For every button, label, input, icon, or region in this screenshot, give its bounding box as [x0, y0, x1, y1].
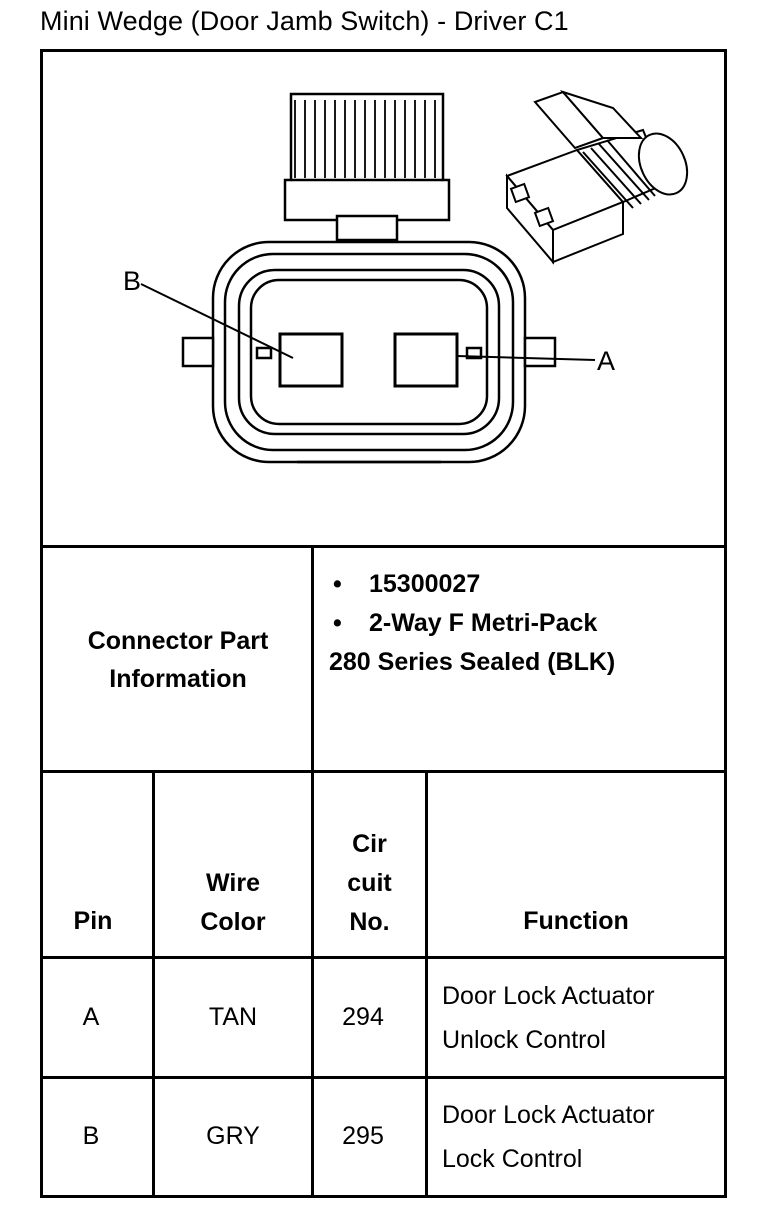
col-divider-wire	[311, 770, 314, 1198]
row-a-wire-color: TAN	[208, 1003, 258, 1031]
pin-label-a: A	[596, 346, 615, 376]
row-a-function: Door Lock Actuator Unlock Control	[442, 982, 655, 1054]
connector-part-label-line2: Information	[109, 665, 247, 693]
part-description-line1: 2-Way F Metri-Pack	[369, 609, 598, 637]
row-b-pin: B	[82, 1122, 100, 1150]
header-circuit-no: Cir cuit No.	[347, 830, 392, 936]
latch-outline	[283, 92, 451, 222]
connector-part-label-line1: Connector Part	[87, 627, 269, 655]
connector-part-details: • 15300027 • 2-Way F Metri-Pack 280 Seri…	[329, 565, 615, 682]
divider-row-a	[43, 1076, 724, 1079]
col-divider-pin	[152, 770, 155, 1198]
divider-header	[43, 956, 724, 959]
row-a-circuit: 294	[342, 1003, 384, 1031]
connector-face-diagram	[140, 89, 689, 464]
row-b-circuit: 295	[342, 1122, 384, 1150]
part-description-line2: 280 Series Sealed (BLK)	[329, 648, 616, 676]
divider-diagram	[43, 545, 724, 548]
divider-info-vertical	[311, 545, 314, 773]
pin-label-b: B	[122, 266, 141, 296]
bullet-icon: •	[333, 570, 342, 598]
bullet-icon: •	[333, 609, 342, 637]
cavity-a	[393, 332, 459, 388]
row-a-pin: A	[82, 1003, 100, 1031]
header-pin: Pin	[73, 907, 113, 935]
header-wire-color: Wire Color	[200, 869, 266, 936]
cavity-b	[278, 332, 344, 388]
page-title: Mini Wedge (Door Jamb Switch) - Driver C…	[40, 6, 569, 36]
row-b-wire-color: GRY	[206, 1122, 260, 1150]
part-number: 15300027	[369, 570, 481, 598]
col-divider-circuit	[425, 770, 428, 1198]
divider-info	[43, 770, 724, 773]
header-function: Function	[523, 907, 629, 935]
connector-body	[211, 240, 527, 464]
latch-ribs	[294, 100, 436, 178]
connector-part-label: Connector Part Information	[43, 622, 313, 698]
row-b-function: Door Lock Actuator Lock Control	[442, 1101, 655, 1173]
connector-iso-view	[505, 89, 689, 265]
connector-sheet: B A Connector Part Information • 1530002…	[40, 49, 727, 1198]
